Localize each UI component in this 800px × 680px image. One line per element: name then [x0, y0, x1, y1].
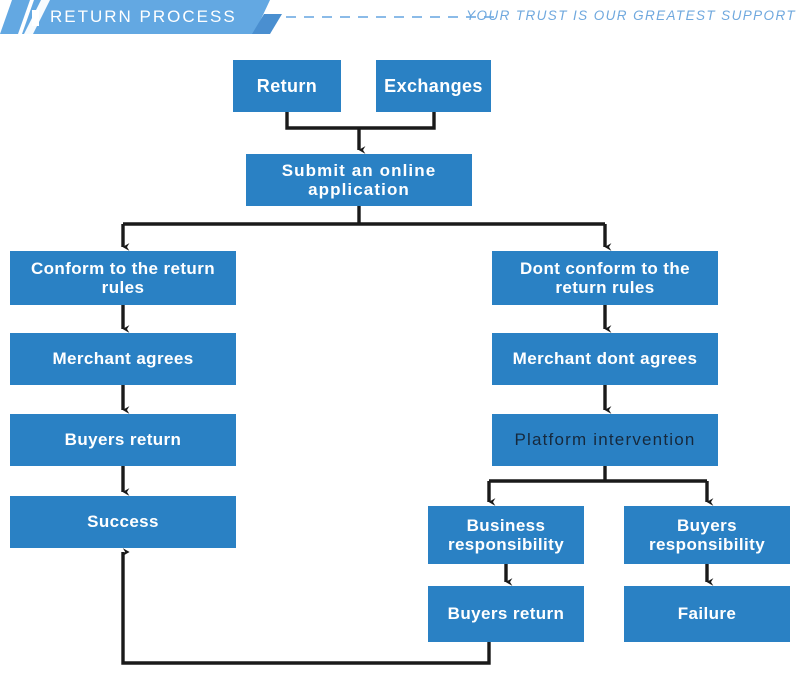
node-success[interactable]: Success — [10, 496, 236, 548]
node-submit-application[interactable]: Submit an online application — [246, 154, 472, 206]
node-conform-rules[interactable]: Conform to the return rules — [10, 251, 236, 305]
banner-bar-marker-icon — [32, 10, 39, 26]
banner-plate — [22, 0, 270, 34]
node-not-conform-rules[interactable]: Dont conform to the return rules — [492, 251, 718, 305]
node-buyers-return-right[interactable]: Buyers return — [428, 586, 584, 642]
banner-dashed-rule — [286, 16, 500, 18]
node-platform-intervention[interactable]: Platform intervention — [492, 414, 718, 466]
node-merchant-dont-agrees[interactable]: Merchant dont agrees — [492, 333, 718, 385]
node-buyers-responsibility[interactable]: Buyers responsibility — [624, 506, 790, 564]
header-tagline: YOUR TRUST IS OUR GREATEST SUPPORT — [466, 8, 796, 23]
node-business-responsibility[interactable]: Business responsibility — [428, 506, 584, 564]
page-title: RETURN PROCESS — [50, 7, 237, 26]
header-banner: RETURN PROCESS YOUR TRUST IS OUR GREATES… — [0, 0, 800, 36]
node-exchanges[interactable]: Exchanges — [376, 60, 491, 112]
node-return[interactable]: Return — [233, 60, 341, 112]
node-merchant-agrees[interactable]: Merchant agrees — [10, 333, 236, 385]
node-failure[interactable]: Failure — [624, 586, 790, 642]
node-buyers-return-left[interactable]: Buyers return — [10, 414, 236, 466]
